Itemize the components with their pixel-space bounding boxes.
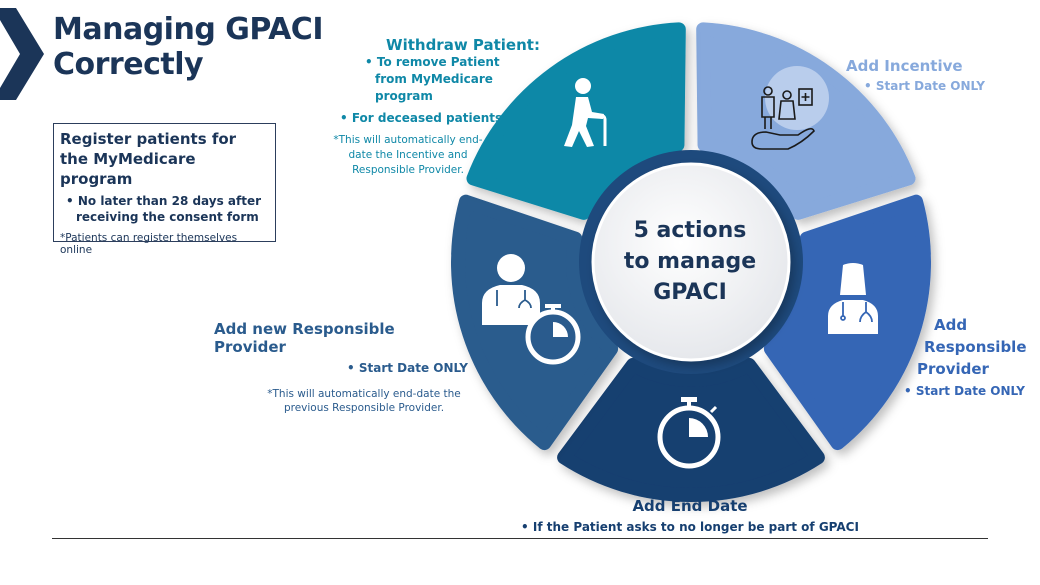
register-heading: Register patients for the MyMedicare pro…	[60, 130, 237, 188]
title-line: Correctly	[53, 47, 204, 82]
stopwatch-icon	[657, 397, 721, 469]
incentive-bullet: • Start Date ONLY	[864, 79, 985, 93]
register-bullet: • No later than 28 days after receiving …	[66, 194, 262, 224]
title-line: Managing GPACI	[53, 12, 324, 47]
care-hand-patients-icon	[751, 66, 829, 150]
elderly-person-cane-icon	[564, 78, 607, 147]
responsible-title: Responsible	[924, 338, 1027, 356]
female-doctor-icon	[828, 263, 878, 334]
center-line: 5 actions	[633, 218, 747, 243]
newrp-note: *This will automatically end-date the pr…	[267, 388, 461, 414]
register-note: *Patients can register themselves online	[60, 232, 238, 256]
responsible-title: Provider	[917, 360, 989, 378]
newrp-title: Add new Responsible Provider	[214, 320, 395, 356]
responsible-title: Add	[934, 316, 968, 334]
withdraw-bullet: • For deceased patients	[340, 111, 503, 125]
center-line: to manage	[623, 249, 757, 274]
doctor-stopwatch-icon	[482, 254, 581, 365]
enddate-title: Add End Date	[632, 497, 748, 515]
add-end-date-label: Add End Date • If the Patient asks to no…	[480, 497, 900, 534]
enddate-bullet: • If the Patient asks to no longer be pa…	[521, 520, 859, 534]
register-box: Register patients for the MyMedicare pro…	[53, 123, 276, 256]
withdraw-note: *This will automatically end-date the In…	[333, 134, 483, 176]
withdraw-patient-label: Withdraw Patient: • To remove Patient fr…	[330, 36, 556, 178]
add-incentive-label: Add Incentive • Start Date ONLY	[846, 57, 985, 93]
newrp-bullet: • Start Date ONLY	[347, 361, 468, 375]
footer-divider	[52, 538, 988, 539]
withdraw-title: Withdraw Patient:	[386, 36, 540, 54]
responsible-bullet: • Start Date ONLY	[904, 384, 1025, 398]
center-label: 5 actions to manage GPACI	[600, 215, 780, 308]
center-circle	[591, 162, 791, 362]
chevron-icon	[0, 8, 44, 100]
incentive-title: Add Incentive	[846, 57, 963, 75]
add-responsible-provider-label: Add Responsible Provider • Start Date ON…	[904, 314, 1027, 398]
page-title: Managing GPACI Correctly	[53, 12, 324, 82]
add-new-responsible-provider-label: Add new Responsible Provider • Start Dat…	[200, 320, 468, 415]
withdraw-bullet: • To remove Patient from MyMedicare prog…	[365, 55, 500, 103]
center-line: GPACI	[653, 280, 727, 305]
